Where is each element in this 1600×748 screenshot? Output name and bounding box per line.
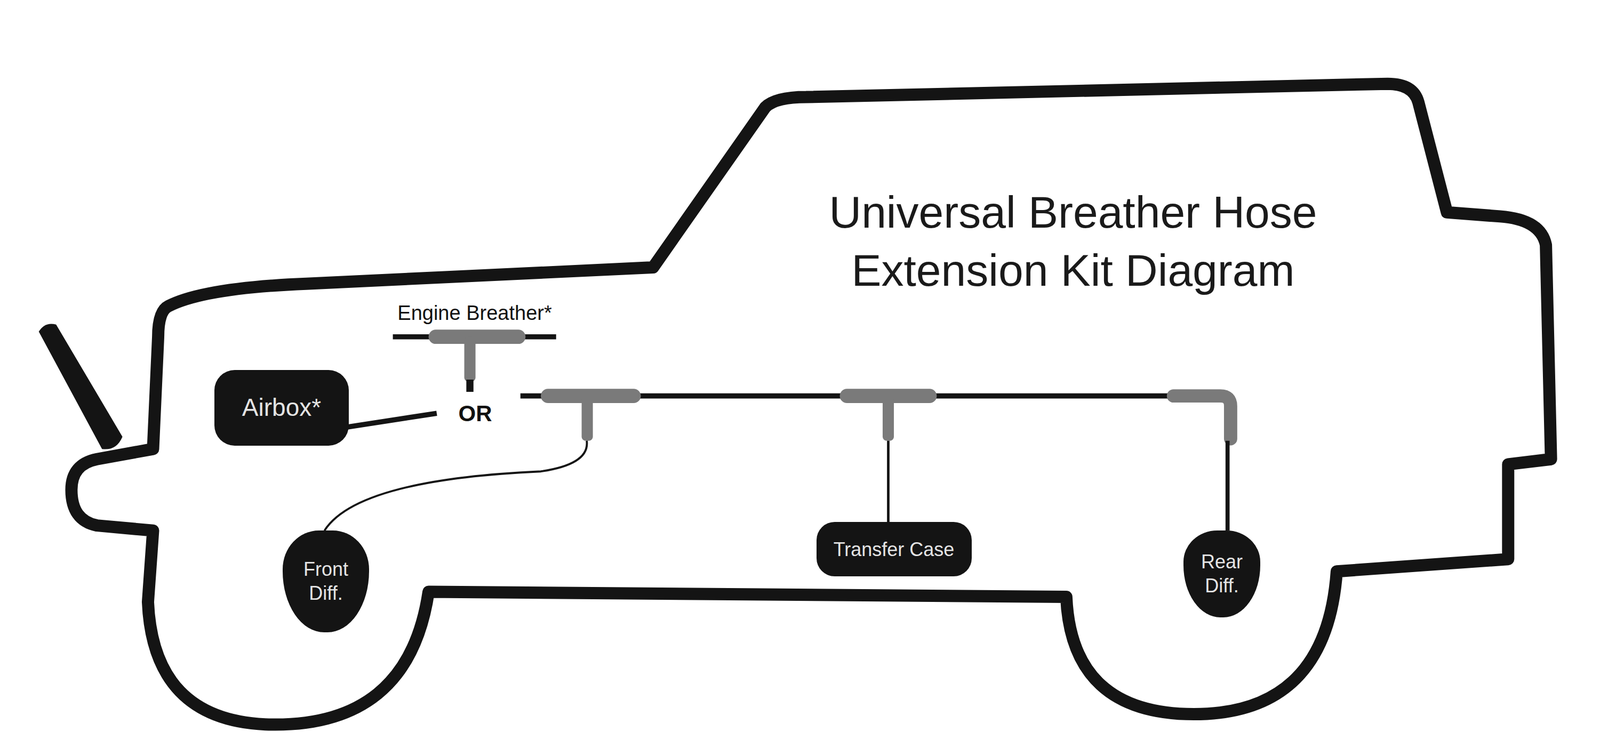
node-text: Front Diff. xyxy=(288,557,364,606)
airbox-hose xyxy=(344,413,437,428)
front-diff-hose xyxy=(324,441,587,531)
choice-label: OR xyxy=(456,401,495,427)
tee-stem xyxy=(581,396,594,442)
node-text: Transfer Case xyxy=(833,537,955,562)
diagram-title: Universal Breather Hose Extension Kit Di… xyxy=(774,183,1372,300)
hose-system xyxy=(324,329,1231,531)
part-label: Engine Breather* xyxy=(395,301,554,325)
node-text: Rear Diff. xyxy=(1188,549,1255,598)
car-outline xyxy=(38,83,1551,725)
rear-diff-hose xyxy=(1225,441,1230,531)
snorkel xyxy=(38,323,123,450)
airbox-box: Airbox* xyxy=(214,370,349,446)
body-outline xyxy=(71,83,1551,725)
elbow-fitting xyxy=(1173,396,1231,439)
tee-fitting xyxy=(428,329,526,344)
node-text: Airbox* xyxy=(242,392,322,424)
rear-diff-blob: Rear Diff. xyxy=(1183,530,1261,618)
front-diff-blob: Front Diff. xyxy=(282,530,370,633)
transfer-case-box: Transfer Case xyxy=(816,522,972,577)
tee-stem xyxy=(464,337,476,382)
hose-tip xyxy=(466,379,474,392)
transfer-case-hose xyxy=(886,441,890,523)
tee-stem xyxy=(882,396,894,442)
